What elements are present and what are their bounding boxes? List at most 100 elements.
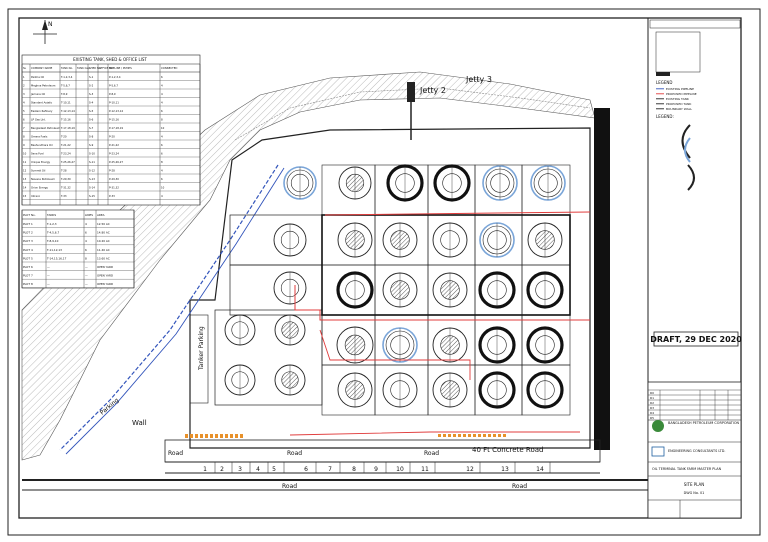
tank-list-cell: S-13 <box>89 177 95 181</box>
tank-list-cell: T-20 <box>61 135 67 139</box>
storage-tank <box>274 314 306 346</box>
consultant-logo-icon <box>651 446 665 457</box>
tank-list-cell: S-1 <box>89 75 94 79</box>
orange-marker <box>473 434 476 437</box>
orange-marker <box>493 434 496 437</box>
tank-list-cell: T-10,11 <box>61 101 71 105</box>
legend-item: PROPOSED PIPELINE <box>666 92 697 96</box>
orange-marker <box>453 434 456 437</box>
orange-marker <box>483 434 486 437</box>
storage-tank <box>433 164 471 202</box>
plot-number: 10 <box>396 466 404 473</box>
revision-id: R4 <box>650 411 654 415</box>
road-label-left: Road <box>168 450 183 457</box>
plot-table-header: PLOT No. <box>23 213 36 217</box>
orange-marker <box>463 434 466 437</box>
orange-marker <box>498 434 501 437</box>
tank-list-cell: Orion Energy <box>31 186 48 190</box>
tank-list-cell: 2 <box>23 84 25 88</box>
plot-number: 8 <box>352 466 356 473</box>
tank-list-cell: P-5,6,7 <box>109 84 118 88</box>
tank-list-cell: 10 <box>161 186 165 190</box>
tank-list-cell: T-1,2,3,4 <box>61 75 73 79</box>
tank-list-cell: 3 <box>23 92 25 96</box>
tank-list-title: EXISTING TANK, SHED & OFFICE LIST <box>73 57 147 62</box>
tank-list-cell: Sena Fuel <box>31 152 44 156</box>
orange-marker <box>200 434 203 438</box>
tank-list-cell: 10 <box>161 126 165 130</box>
legend-black-arc <box>681 124 691 159</box>
plot-number: 4 <box>256 466 260 473</box>
tank-list-cell: T-17,18,19 <box>61 126 75 130</box>
storage-tank <box>336 271 374 309</box>
tank-list-cell: P-31,32 <box>109 186 119 190</box>
plot-table-cell: 11.40 AC <box>97 248 110 252</box>
bund-wall <box>321 214 571 316</box>
tank-list-cell: 9 <box>23 143 25 147</box>
revision-id: R5 <box>650 416 654 420</box>
tank-list-cell: P-33 <box>109 194 115 198</box>
wall-label: Wall <box>132 419 147 427</box>
jetty-3-label: Jetty 3 <box>465 75 492 84</box>
plot-table-cell: 4 <box>85 222 87 226</box>
orange-marker <box>503 434 506 437</box>
storage-tank <box>382 222 418 258</box>
storage-tank <box>526 326 564 364</box>
jetty-2-label: Jetty 2 <box>419 86 446 95</box>
tank-list-cell: T-33 <box>61 194 67 198</box>
tank-list-cell: P-8,9 <box>109 92 116 96</box>
tank-group <box>224 164 566 409</box>
orange-marker <box>488 434 491 437</box>
tank-list-cell: P-15,16 <box>109 118 119 122</box>
plot-table-cell: — <box>85 282 88 286</box>
plot-number: 12 <box>466 466 474 473</box>
plot-table-cell: 14.80 AC <box>97 231 110 235</box>
plot-table-cell: — <box>85 265 88 269</box>
tank-list-cell: S-3 <box>89 92 94 96</box>
tank-list-cell: S-2 <box>89 84 94 88</box>
plot-number: 3 <box>238 466 242 473</box>
plot-table-cell: T-14,15,16,17 <box>46 256 67 260</box>
storage-tank <box>526 271 564 309</box>
plot-table-cell: 12.50 AC <box>97 222 110 226</box>
tank-list-header: COMPANY NAME <box>31 66 53 70</box>
tank-list-cell: P-20 <box>109 135 115 139</box>
storage-tank <box>530 165 566 201</box>
authority-name: BANGLADESH PETROLEUM CORPORATION <box>668 421 740 425</box>
tank-list-cell: S-9 <box>89 143 94 147</box>
tank-list-cell: P-1,2,3,4 <box>109 75 121 79</box>
tank-list-cell: 7 <box>23 126 25 130</box>
tank-list-cell: S-4 <box>89 101 94 105</box>
tank-list-cell: S-11 <box>89 160 95 164</box>
legend-blue-arc <box>684 137 691 163</box>
orange-marker <box>235 434 238 438</box>
drawing-title: SITE PLAN <box>684 482 704 487</box>
storage-tank <box>527 222 563 258</box>
road-label-right: Road <box>424 450 439 457</box>
plot-table-cell: PLOT 2 <box>23 231 33 235</box>
plot-number: 5 <box>272 466 276 473</box>
north-arrow-icon: N <box>33 20 57 44</box>
boundary-band <box>594 108 610 450</box>
tank-list-cell: T-15,16 <box>61 118 71 122</box>
storage-tank <box>382 272 418 308</box>
tank-list-cell: 8 <box>161 160 163 164</box>
tank-list-cell: Navana Petroleum <box>31 177 55 181</box>
orange-marker <box>215 434 218 438</box>
revision-id: R2 <box>650 401 654 405</box>
tank-list-header: CONNECTED <box>161 66 177 70</box>
storage-tank <box>273 271 307 305</box>
tank-list-cell: P-10,11 <box>109 101 119 105</box>
tank-list-cell: 6 <box>23 118 25 122</box>
orange-marker <box>240 434 243 438</box>
plot-number: 1 <box>203 466 207 473</box>
plot-table-cell: 10.20 AC <box>97 239 110 243</box>
tank-list-header: SHED No. <box>89 66 102 70</box>
plot-table-cell: T-4,5,6,7 <box>46 231 59 235</box>
plot-table-cell: — <box>47 274 50 278</box>
tank-list-cell: 4 <box>161 169 163 173</box>
